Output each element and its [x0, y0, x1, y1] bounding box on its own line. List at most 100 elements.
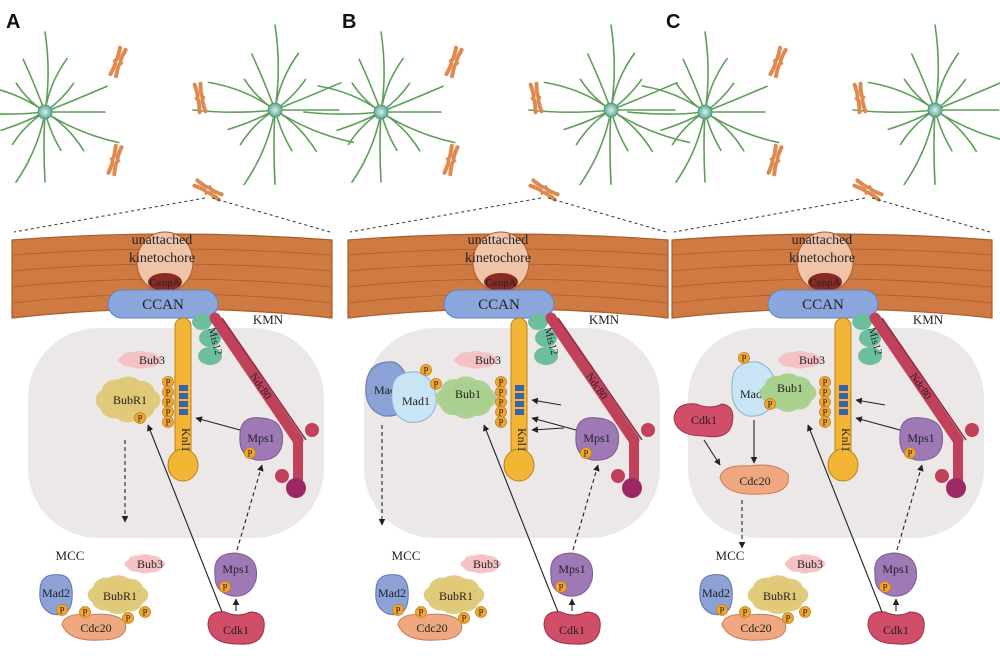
centrosome-icon [927, 102, 943, 118]
phospho-label: P [498, 388, 503, 398]
chromosome-icon [768, 45, 788, 79]
knl1-head [167, 448, 199, 482]
microtubule [867, 81, 936, 111]
chromosome-icon [444, 45, 464, 79]
bub3-protein [777, 351, 823, 369]
mps1-free-label: Mps1 [882, 562, 909, 576]
mcc-label: MCC [716, 548, 745, 563]
mela-motif [515, 401, 524, 407]
mcc-label: MCC [392, 548, 421, 563]
microtubule [379, 111, 382, 183]
spindle-aster [627, 31, 780, 183]
chromosome-icon [192, 178, 224, 202]
centrosome-icon [267, 102, 283, 118]
mcc-bubr1 [87, 575, 149, 614]
centrosome-icon [37, 104, 53, 120]
mela-motif [839, 385, 848, 391]
phospho-label: P [165, 398, 170, 408]
cenpa-label: CenpA [149, 277, 180, 289]
phospho-label: P [165, 418, 170, 428]
mela-motif [179, 393, 188, 399]
mcc-bubr1-label: BubR1 [763, 589, 797, 603]
phospho-label: P [395, 606, 400, 616]
ccan-complex [107, 289, 219, 319]
mis12-subunit [859, 329, 881, 347]
mela-motif [179, 409, 188, 415]
phospho-label: P [498, 418, 503, 428]
ndc80-head [286, 478, 306, 498]
phospho-marker [819, 416, 831, 428]
phospho-marker [79, 606, 91, 618]
phospho-label: P [59, 606, 64, 616]
phospho-label: P [767, 400, 772, 410]
ccan-complex [443, 289, 555, 319]
bubr1-protein [95, 376, 161, 423]
cenpa-nucleosome [484, 273, 518, 291]
zoom-line-right [871, 197, 991, 233]
ndc80-head [622, 478, 642, 498]
phospho-label: P [822, 388, 827, 398]
ndc80-head [935, 469, 949, 483]
bub3-label: Bub3 [475, 353, 501, 367]
ndc80-protein [545, 312, 640, 446]
chromosome-icon [192, 81, 208, 115]
mad1-label: Mad1 [402, 394, 430, 408]
chromosome-icon [766, 143, 784, 177]
mis12-subunit [858, 347, 882, 365]
bub1-label: Bub1 [455, 387, 481, 401]
centrosome-icon [603, 102, 619, 118]
bub3-protein [453, 351, 499, 369]
ndc80-knob [641, 423, 655, 437]
mis12-subunit [198, 347, 222, 365]
mad1-protein [391, 371, 437, 423]
ndc80-knob [305, 423, 319, 437]
kmn-label: KMN [253, 312, 284, 327]
mps1-label: Mps1 [907, 431, 934, 445]
kinetochore-label-line1: unattached [132, 233, 193, 248]
panel-letter: C [666, 11, 680, 33]
phospho-marker [420, 364, 432, 376]
phospho-label: P [802, 608, 807, 618]
phospho-label: P [498, 378, 503, 388]
zoom-line-left [13, 197, 206, 233]
microtubule [207, 81, 276, 111]
zoom-line-right [547, 197, 667, 233]
mcc-mad2-label: Mad2 [702, 586, 730, 600]
ndc80-edge [557, 317, 643, 441]
ndc80-head [946, 478, 966, 498]
cdk1-label: Cdk1 [223, 623, 249, 637]
bub3-label: Bub3 [799, 353, 825, 367]
chromosome-icon [108, 45, 128, 79]
microtubule [903, 109, 936, 186]
knl1-label: Knl1 [515, 428, 529, 452]
cdk1-left-protein [673, 403, 734, 438]
mps1-label: Mps1 [583, 431, 610, 445]
mps1-arrow-2 [855, 397, 886, 406]
phospho-marker [782, 612, 794, 624]
chromosome-icon [442, 143, 460, 177]
phospho-label: P [165, 388, 170, 398]
ndc80-edge [881, 317, 967, 441]
panel-letter: B [342, 11, 356, 33]
phospho-label: P [478, 608, 483, 618]
phospho-marker [879, 581, 891, 593]
ccan-label: CCAN [142, 297, 184, 313]
phospho-label: P [498, 408, 503, 418]
chromosome-icon [528, 81, 544, 115]
phospho-label: P [418, 608, 423, 618]
phospho-marker [415, 606, 427, 618]
ndc80-protein [209, 312, 304, 446]
phospho-marker [134, 412, 146, 424]
mela-motif [839, 393, 848, 399]
bub1-label: Bub1 [777, 381, 803, 395]
microtubule [380, 85, 444, 113]
microtubule [627, 111, 706, 115]
centrosome-icon [697, 104, 713, 120]
mcc-bub3 [124, 554, 166, 574]
phospho-label: P [423, 366, 428, 376]
mis12-subunit [199, 329, 221, 347]
mps1-arrow-2 [531, 397, 562, 406]
mcc-bubr1-label: BubR1 [439, 589, 473, 603]
phospho-label: P [125, 614, 130, 624]
cdk1-to-cdc20-arrow [703, 439, 721, 466]
